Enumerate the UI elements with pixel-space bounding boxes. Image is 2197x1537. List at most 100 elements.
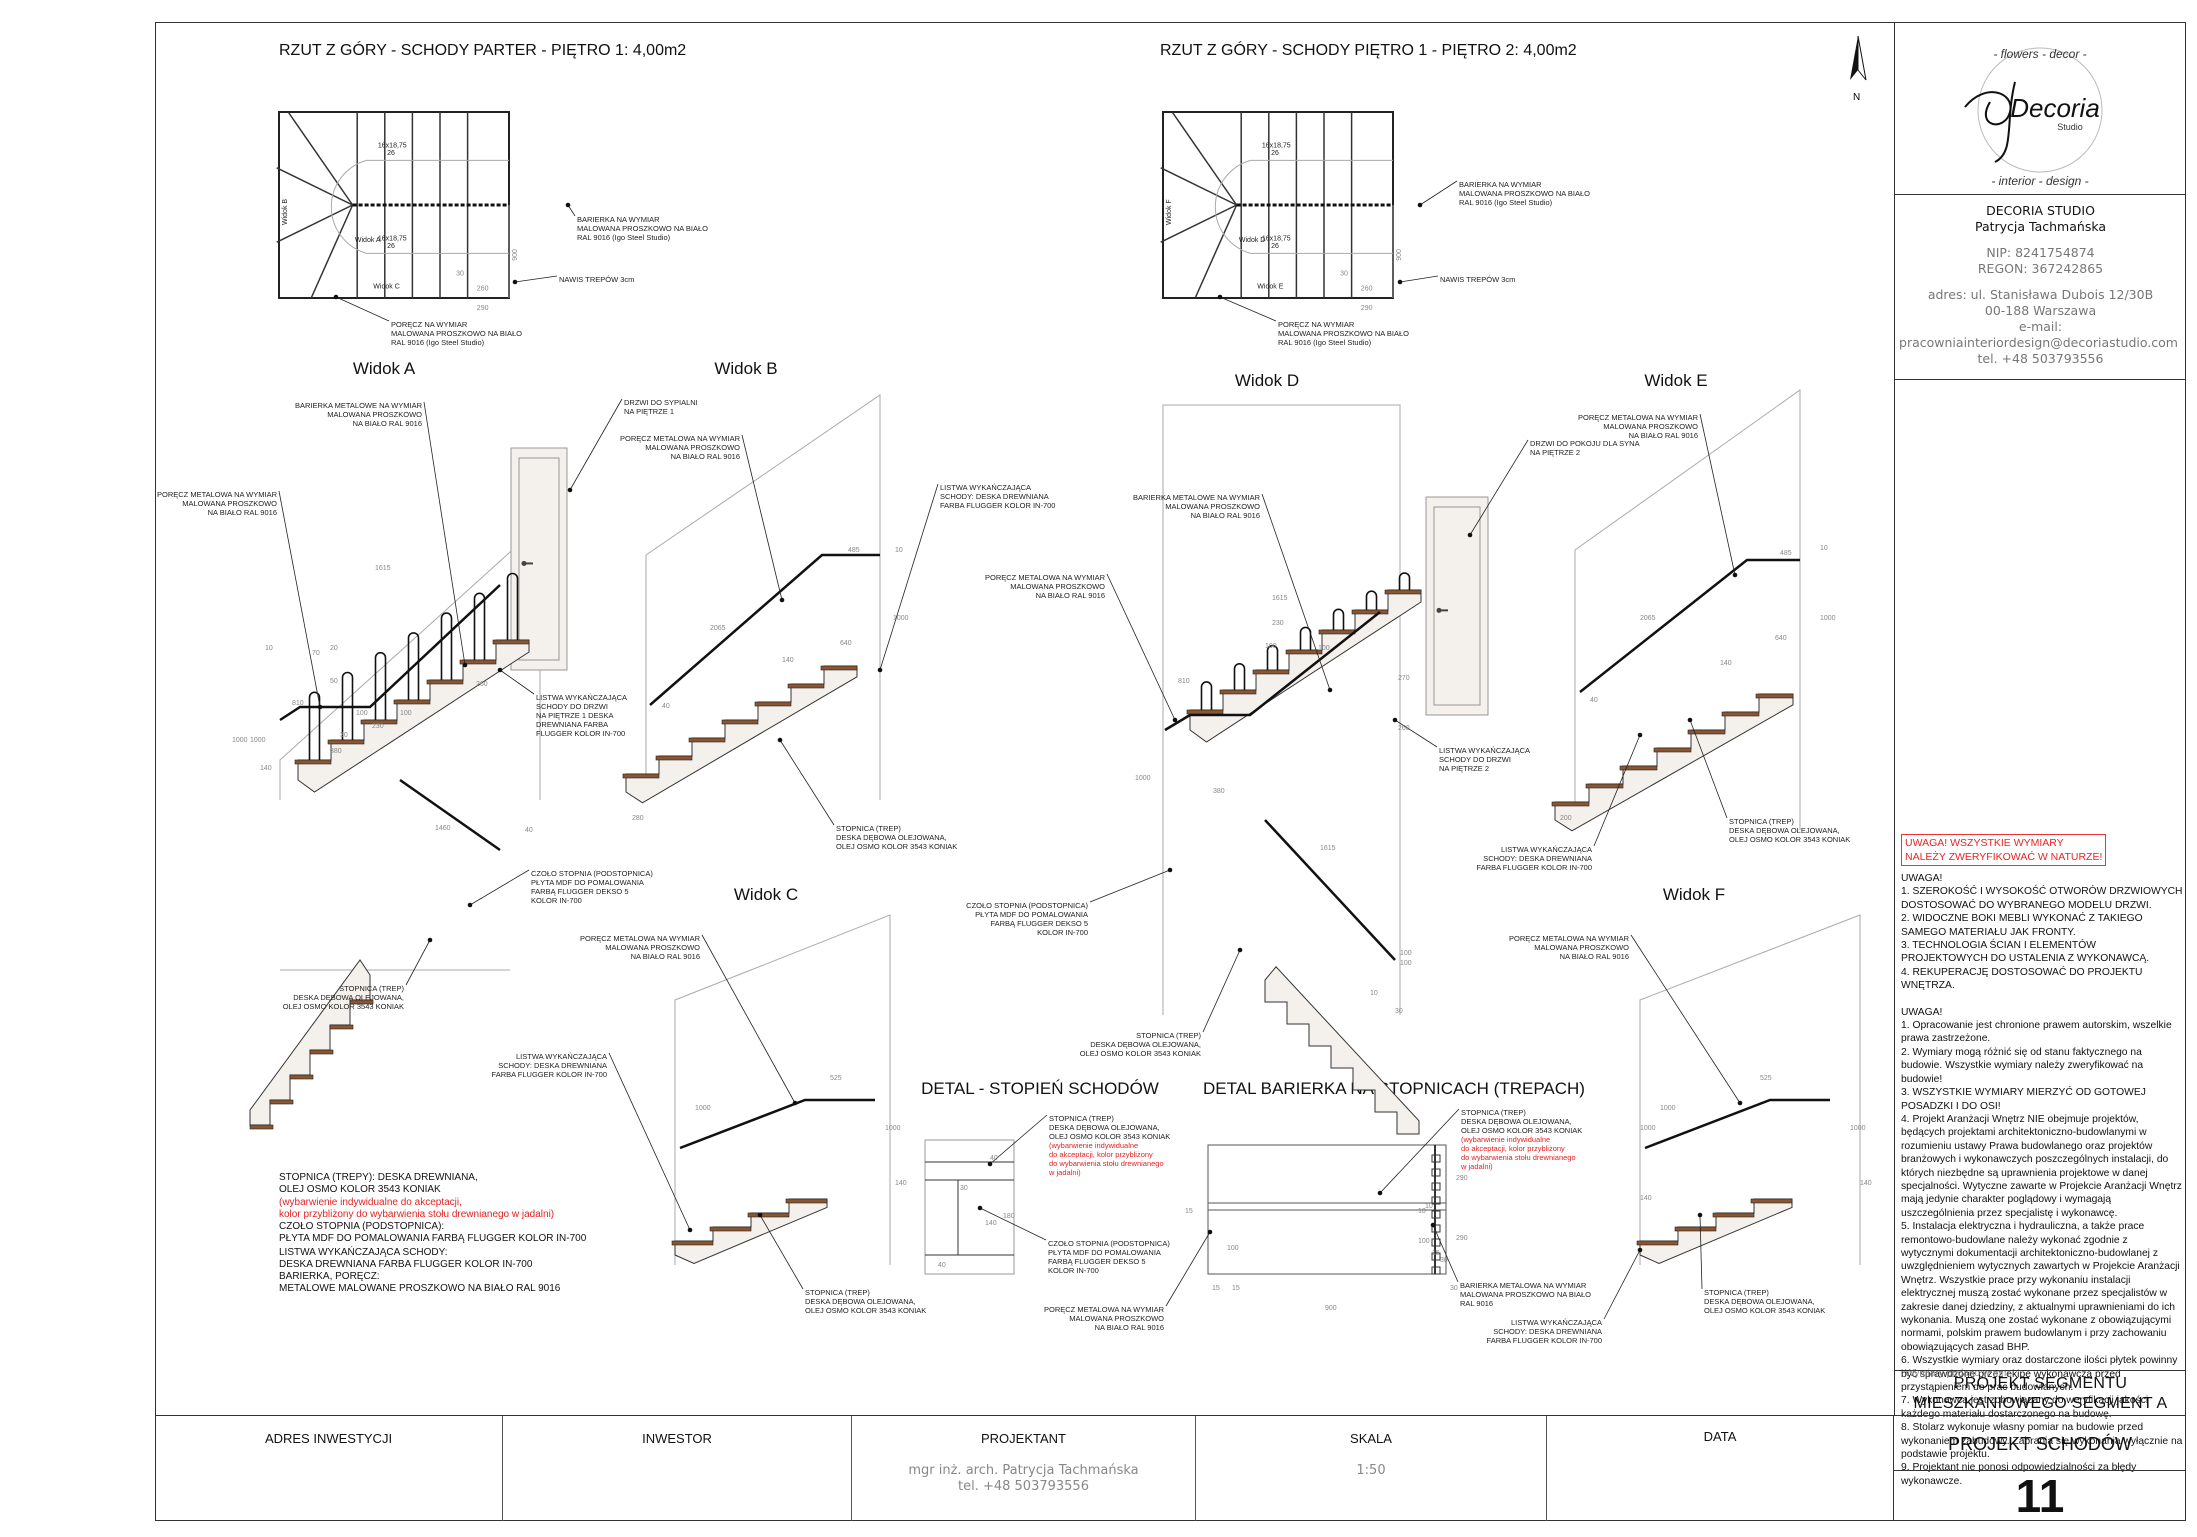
callout-label-line: PŁYTA MDF DO POMALOWANIA xyxy=(1048,1248,1161,1257)
callout-leader xyxy=(1699,1214,1703,1290)
scale-cell: SKALA 1:50 xyxy=(1196,1416,1547,1521)
stair-tread xyxy=(747,1212,790,1218)
dimension-label: 15 xyxy=(1432,1250,1440,1257)
callout-label-line: KOLOR IN-700 xyxy=(531,896,582,905)
drawing-frame xyxy=(155,22,2186,1521)
address-label: ADRES INWESTYCJI xyxy=(264,1431,393,1446)
callout-label-line: FARBA FLUGGER KOLOR IN-700 xyxy=(492,1070,607,1079)
callout-label-line: MALOWANA PROSZKOWO NA BIAŁO xyxy=(1460,1290,1591,1299)
callout-label-line: PORĘCZ METALOWA NA WYMIAR xyxy=(1578,413,1699,422)
designer-name: mgr inż. arch. Patrycja Tachmańska xyxy=(908,1463,1139,1478)
dimension-label: 1000 xyxy=(1135,775,1151,782)
callout-label-line: do wybarwienia stołu drewnianego xyxy=(1049,1159,1164,1168)
dimension-label: 230 xyxy=(372,723,384,730)
company-person: Patrycja Tachmańska xyxy=(1974,219,2107,234)
callout-label-line: STOPNICA (TREP) xyxy=(1461,1108,1526,1117)
stair-tread xyxy=(1674,1226,1717,1232)
dimension-label: 140 xyxy=(1640,1195,1652,1202)
callout-label-line: NA PIĘTRZE 1 xyxy=(624,407,674,416)
callout-label-line: MALOWANA PROSZKOWO xyxy=(645,443,740,452)
baluster xyxy=(341,671,354,740)
callout-label-line: RAL 9016 (Igo Steel Studio) xyxy=(1459,198,1553,207)
logo-bottom-text: - interior - design - xyxy=(1991,174,2088,188)
callout-label-line: DESKA DĘBOWA OLEJOWANA, xyxy=(293,993,404,1002)
callout-dot xyxy=(1327,687,1333,693)
callout-label-line: SCHODY DO DRZWI xyxy=(536,702,608,711)
plan-dim: 16x18,75 xyxy=(378,235,407,242)
callout-leader xyxy=(1399,275,1439,283)
handrail xyxy=(279,584,501,722)
general-notes: UWAGA! 1. SZEROKOŚĆ I WYSOKOŚĆ OTWORÓW D… xyxy=(1901,872,2183,1488)
callout-leader xyxy=(1261,493,1331,691)
baluster xyxy=(1398,572,1411,590)
warning-line: NALEŻY ZWERYFIKOWAĆ W NATURZE! xyxy=(1905,851,2103,863)
logo-graphic: - flowers - decor - Decoria Studio - int… xyxy=(1964,47,2103,188)
callout-label-line: FARBA FLUGGER KOLOR IN-700 xyxy=(1487,1336,1602,1345)
units-note: Wymiary podano w mm xyxy=(1905,1368,2010,1379)
baluster xyxy=(1365,590,1378,610)
stair-tread xyxy=(1585,783,1624,789)
callout-dot xyxy=(462,662,468,668)
company-phone: tel. +48 503793556 xyxy=(1977,351,2104,366)
callout-leader xyxy=(1089,869,1171,903)
wall-outline xyxy=(1162,404,1401,1015)
dimension-label: 1000 xyxy=(250,737,266,744)
callout-label-line: RAL 9016 (Igo Steel Studio) xyxy=(391,338,485,347)
plan-dim: 16x18,75 xyxy=(1262,235,1291,242)
callout-leader xyxy=(499,669,535,695)
dimension-label: 15 xyxy=(1212,1285,1220,1292)
logo-main-text: Decoria xyxy=(2010,93,2100,123)
detal-barierka-title: DETAL BARIERKA NA STOPNICACH (TREPACH) xyxy=(1203,1079,1585,1098)
dimension-label: 100 xyxy=(356,710,368,717)
note-line: BARIERKA, PORĘCZ: xyxy=(279,1271,380,1282)
callout-label-line: MALOWANA PROSZKOWO NA BIAŁO xyxy=(1459,189,1590,198)
callout-leader xyxy=(1419,180,1458,206)
email-label: e-mail: xyxy=(2018,319,2063,334)
callout-leader xyxy=(608,1052,691,1231)
callout-label-line: FARBĄ FLUGGER DEKSO 5 xyxy=(531,887,629,896)
callout-leader xyxy=(1469,439,1529,536)
dimension-label: 40 xyxy=(1590,697,1598,704)
note-line: CZOŁO STOPNIA (PODSTOPNICA): xyxy=(279,1221,444,1232)
handrail xyxy=(679,1098,875,1150)
widok-e-title: Widok E xyxy=(1644,371,1707,390)
callout-label-line: PORĘCZ METALOWA NA WYMIAR xyxy=(1044,1305,1165,1314)
wall-outline xyxy=(645,394,881,800)
stair-tread xyxy=(785,1198,828,1204)
callout-label-line: STOPNICA (TREP) xyxy=(1049,1114,1114,1123)
callout-label-line: NA PIĘTRZE 2 xyxy=(1439,764,1489,773)
dimension-label: 200 xyxy=(1560,815,1572,822)
logo-sub-text: Studio xyxy=(2057,122,2083,132)
widok-f-title: Widok F xyxy=(1663,885,1725,904)
decoria-logo: - flowers - decor - Decoria Studio - int… xyxy=(1895,22,2186,195)
callout-label-line: NA PIĘTRZE 2 xyxy=(1530,448,1580,457)
callout-leader xyxy=(335,296,390,322)
plan-dim: 900 xyxy=(512,249,519,261)
callout-label-line: NA BIAŁO RAL 9016 xyxy=(671,452,740,461)
verify-dimensions-warning: UWAGA! WSZYSTKIE WYMIARY NALEŻY ZWERYFIK… xyxy=(1901,834,2107,866)
plan-view-marker: Widok F xyxy=(1166,199,1173,225)
baluster xyxy=(440,612,453,680)
company-email[interactable]: pracowniainteriordesign@decoriastudio.co… xyxy=(1899,335,2178,350)
callout-label-line: DESKA DĘBOWA OLEJOWANA, xyxy=(836,833,947,842)
widok-b-title: Widok B xyxy=(714,359,777,378)
stair-tread xyxy=(1687,729,1726,735)
dimension-label: 2065 xyxy=(710,625,726,632)
segment-title: PROJEKT SEGMENTU MIESZKANIOWEGO SEGMENT … xyxy=(1895,1370,2186,1415)
notes2-item: 8. Stolarz wykonuje własny pomiar na bud… xyxy=(1901,1422,2183,1461)
investor-cell: INWESTOR xyxy=(503,1416,852,1521)
plan-winder-line xyxy=(287,111,354,206)
dimension-label: 810 xyxy=(292,700,304,707)
dimension-label: 280 xyxy=(632,815,644,822)
callout-label-line: OLEJ OSMO KOLOR 3543 KONIAK xyxy=(1704,1306,1825,1315)
handrail xyxy=(1579,558,1800,693)
callout-label-line: CZOŁO STOPNIA (PODSTOPNICA) xyxy=(531,869,653,878)
callout-label-line: DESKA DĘBOWA OLEJOWANA, xyxy=(1729,826,1840,835)
dimension-label: 15 xyxy=(1185,1208,1193,1215)
callout-label-line: PORĘCZ METALOWA NA WYMIAR xyxy=(580,934,701,943)
note-line: PŁYTA MDF DO POMALOWANIA FARBĄ FLUGGER K… xyxy=(279,1233,587,1244)
plan-dim: 30 xyxy=(1340,271,1348,278)
callout-label-line: LISTWA WYKAŃCZAJĄCA xyxy=(940,483,1031,492)
notes2-item: 6. Wszystkie wymiary oraz dostarczone il… xyxy=(1901,1355,2178,1394)
stair-tread xyxy=(622,773,660,779)
